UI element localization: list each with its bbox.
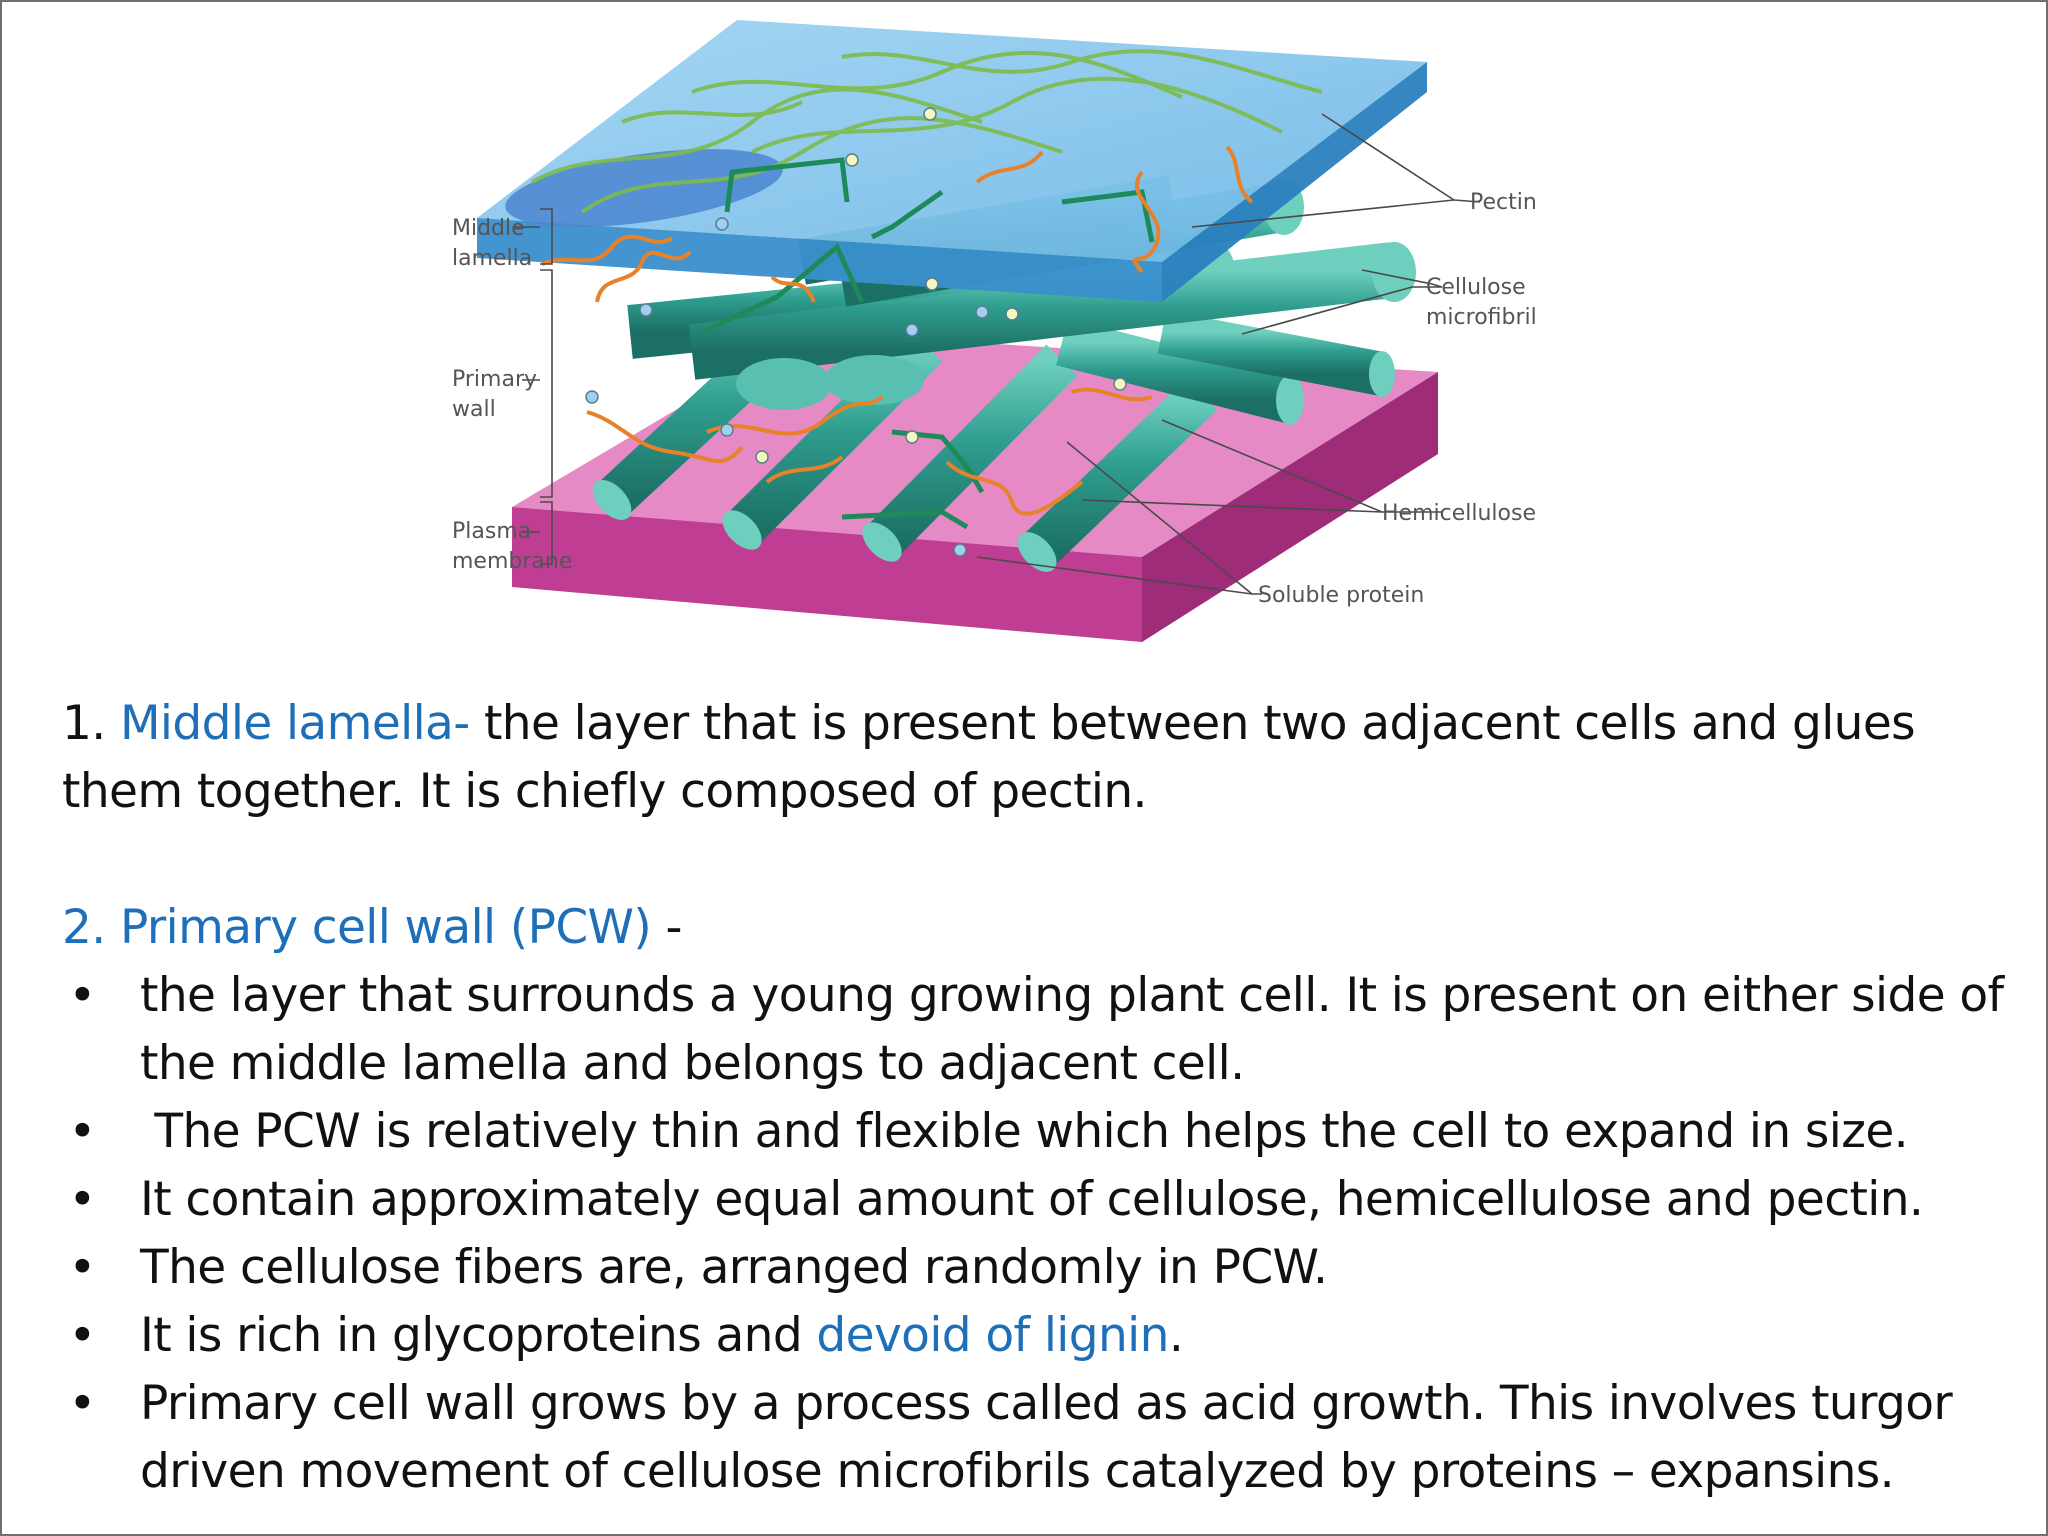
soluble-protein-dots — [585, 107, 1127, 557]
bullet-item: • It contain approximately equal amount o… — [62, 1166, 2022, 1234]
orange-fibers — [541, 145, 1254, 516]
section-middle-lamella: 1. Middle lamella- the layer that is pre… — [62, 690, 2022, 826]
label-cellulose-1: Cellulose — [1426, 275, 1526, 300]
cell-wall-diagram: Middle lamella Primary wall Plasma membr… — [452, 20, 1537, 642]
bullet-dot: • — [68, 1308, 96, 1363]
bullet-text: the layer that surrounds a young growing… — [140, 968, 2004, 1091]
bullet-item: • Primary cell wall grows by a process ca… — [62, 1370, 2022, 1506]
bullet-dot: • — [68, 1376, 96, 1431]
label-primary-wall-2: wall — [452, 397, 496, 422]
pectin-strands — [531, 49, 1323, 214]
bullet-highlight-lignin: devoid of lignin — [816, 1308, 1169, 1363]
left-brackets — [514, 208, 553, 565]
section1-term: Middle lamella- — [119, 696, 470, 751]
bullet-text: It contain approximately equal amount of… — [140, 1172, 1924, 1227]
label-primary-wall-1: Primary — [452, 367, 537, 392]
section1-number: 1. — [62, 696, 120, 751]
bullet-item: • The cellulose fibers are, arranged rand… — [62, 1234, 2022, 1302]
label-plasma-membrane-1: Plasma — [452, 519, 531, 544]
bullet-dot: • — [68, 968, 96, 1023]
bullet-item: • It is rich in glycoproteins and devoid … — [62, 1302, 2022, 1370]
bullet-text: The PCW is relatively thin and flexible … — [140, 1104, 1908, 1159]
section2-heading: 2. Primary cell wall (PCW) — [62, 900, 652, 955]
section2-heading-suffix: - — [651, 900, 683, 955]
label-middle-lamella-1: Middle — [452, 216, 525, 241]
label-pectin: Pectin — [1470, 190, 1537, 215]
label-middle-lamella-2: lamella — [452, 246, 532, 271]
middle-lamella-layer — [477, 20, 1427, 302]
bullet-item: • the layer that surrounds a young growin… — [62, 962, 2022, 1098]
pcw-bullet-list: • the layer that surrounds a young growin… — [62, 962, 2022, 1506]
bullet-item: • The PCW is relatively thin and flexibl… — [62, 1098, 2022, 1166]
section1-text: the layer that is present between two ad… — [62, 696, 1916, 819]
bullet-dot: • — [68, 1104, 96, 1159]
label-hemicellulose: Hemicellulose — [1382, 501, 1536, 526]
spacer — [62, 826, 2022, 894]
label-plasma-membrane-2: membrane — [452, 549, 572, 574]
bullet-text: The cellulose fibers are, arranged rando… — [140, 1240, 1328, 1295]
label-soluble-protein: Soluble protein — [1258, 583, 1424, 608]
slide-text: 1. Middle lamella- the layer that is pre… — [62, 690, 2022, 1506]
bullet-dot: • — [68, 1240, 96, 1295]
right-leaders — [976, 113, 1481, 595]
bullet-dot: • — [68, 1172, 96, 1227]
label-cellulose-2: microfibril — [1426, 305, 1537, 330]
bullet-text-end: . — [1168, 1308, 1184, 1363]
section-primary-cell-wall-heading: 2. Primary cell wall (PCW) - — [62, 894, 2022, 962]
bullet-text: Primary cell wall grows by a process cal… — [140, 1376, 1953, 1499]
bullet-text: It is rich in glycoproteins and — [140, 1308, 817, 1363]
diagram-labels: Middle lamella Primary wall Plasma membr… — [452, 190, 1537, 608]
